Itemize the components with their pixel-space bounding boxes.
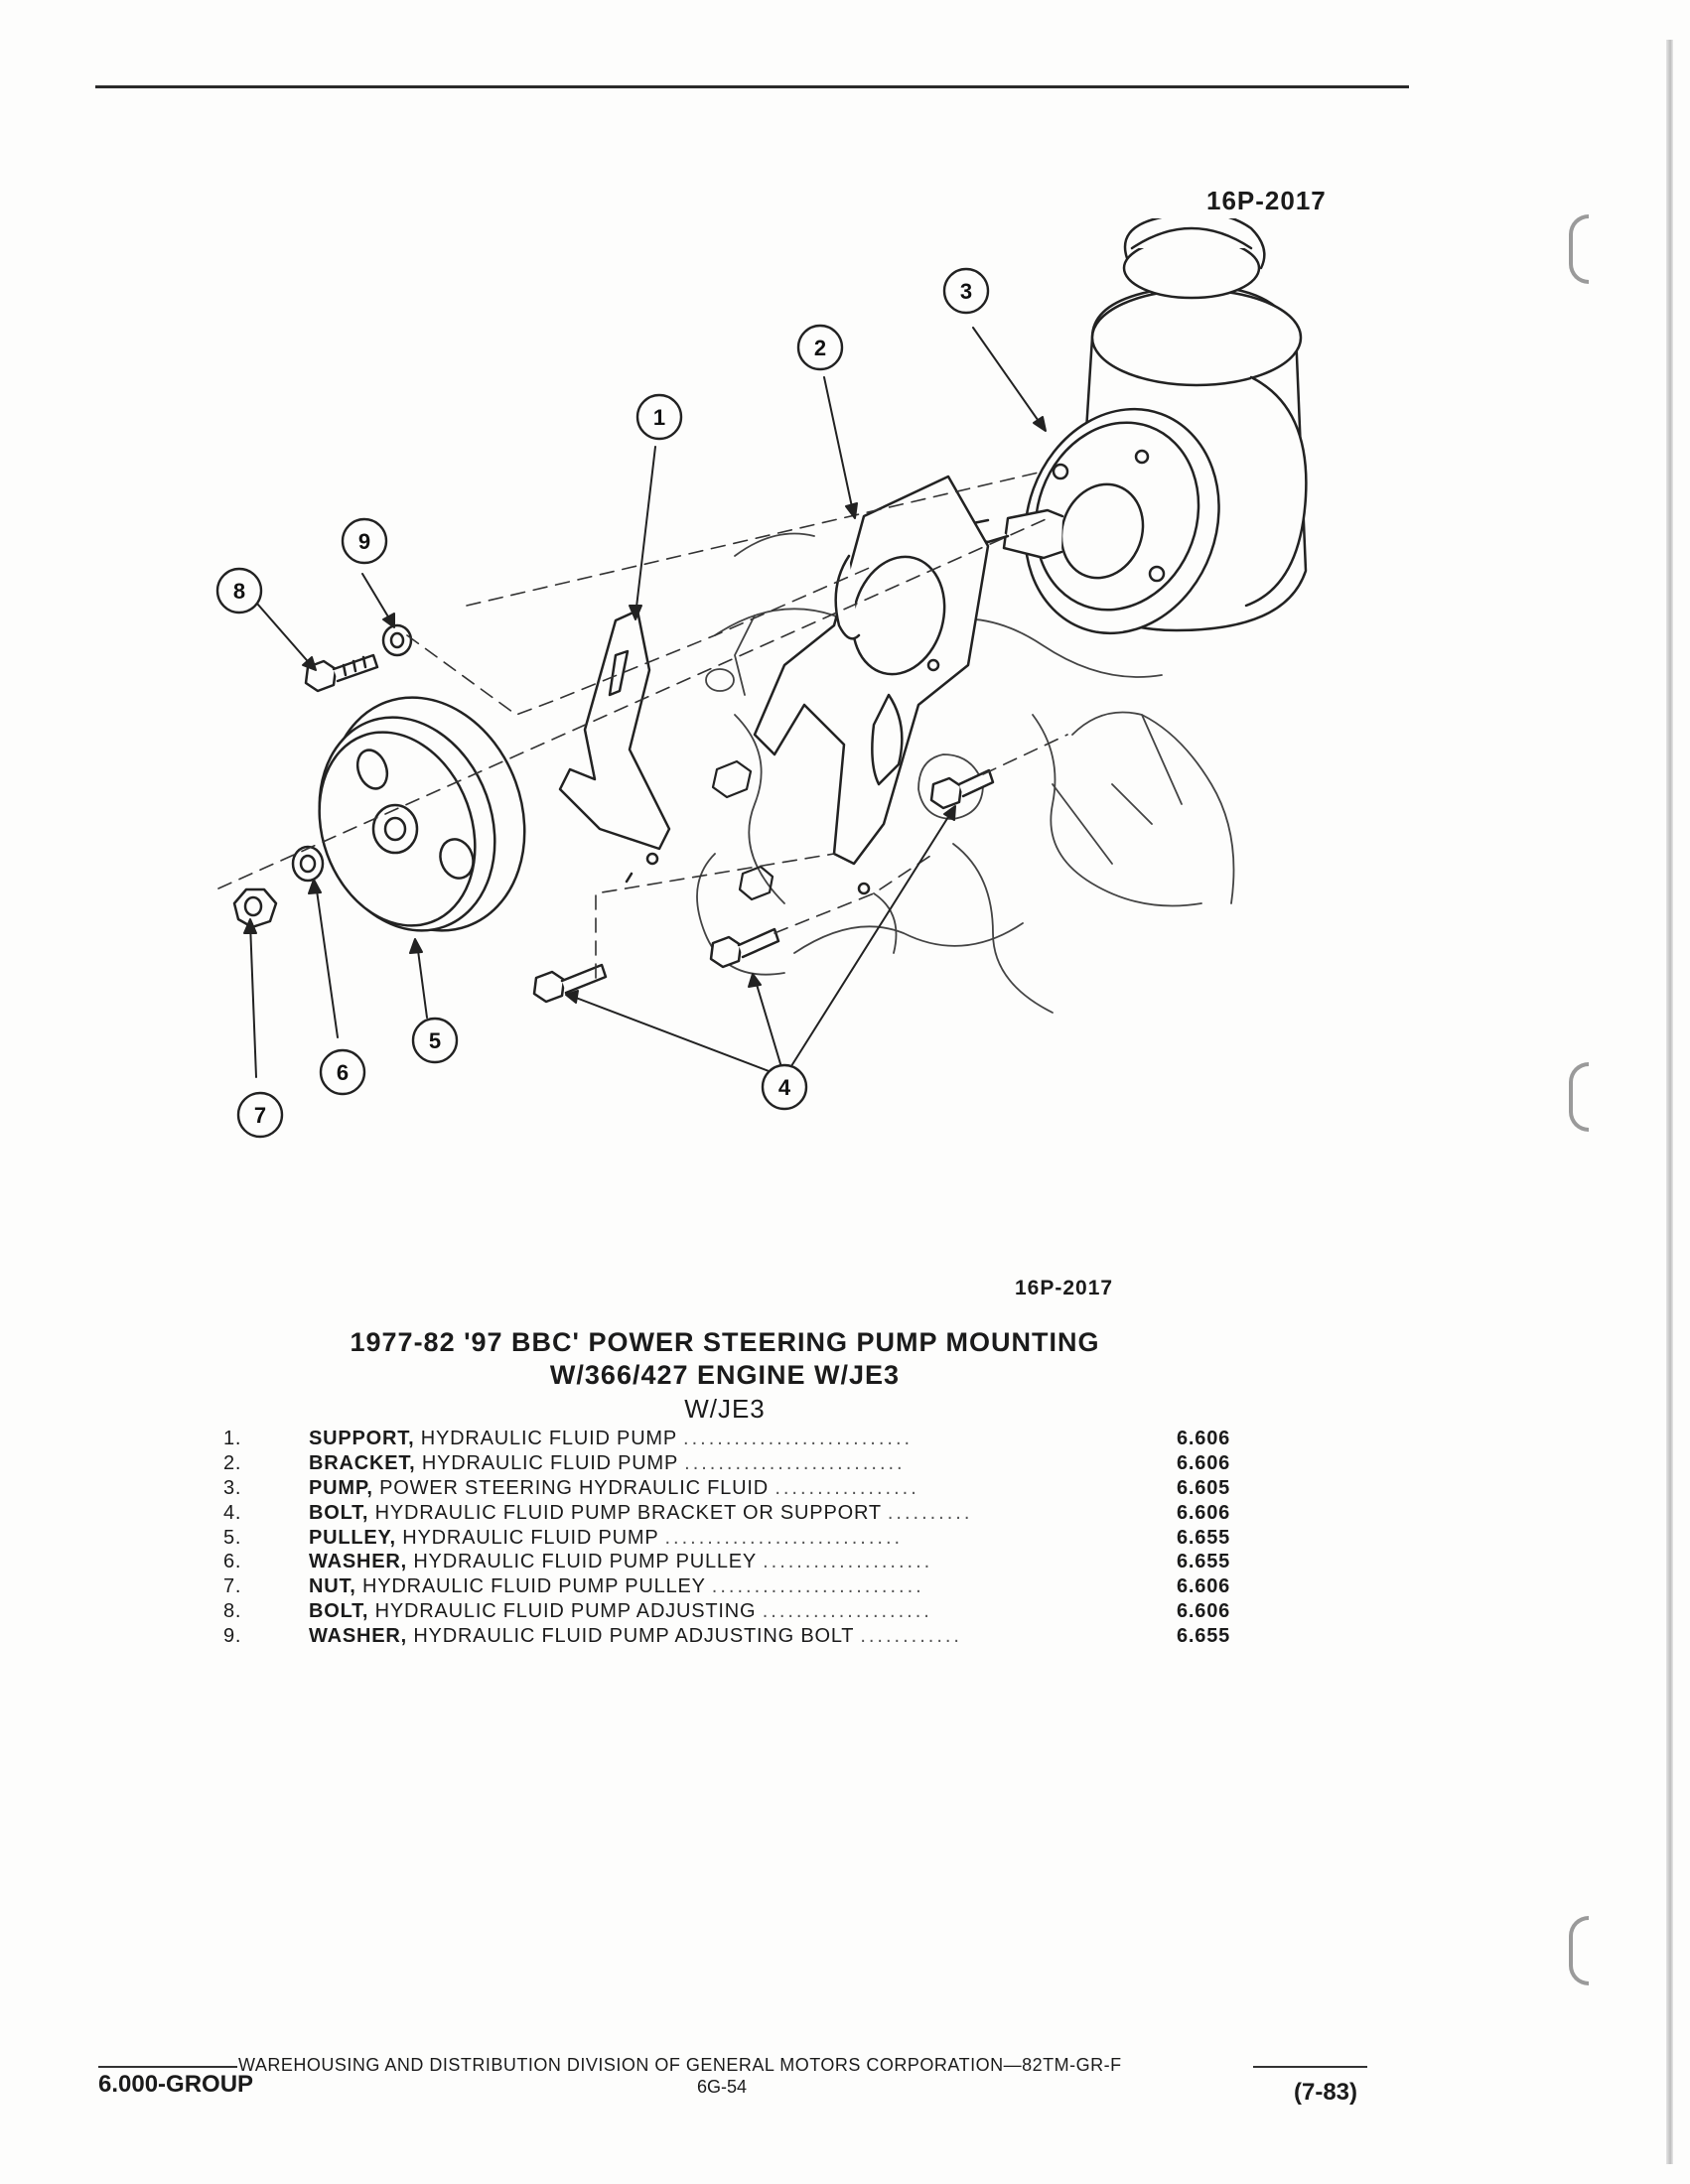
parts-list: 1. SUPPORT, HYDRAULIC FLUID PUMP .......…: [223, 1428, 1246, 1650]
figure-subtitle-option: W/JE3: [684, 1394, 766, 1424]
part-name: WASHER,: [309, 1625, 407, 1648]
callout-label: 3: [960, 279, 972, 304]
footer-page-number: 6G-54: [697, 2077, 748, 2097]
callout-bubbles: [215, 267, 990, 1139]
pump-body: [966, 407, 1220, 635]
binder-ring-hole: [1569, 214, 1589, 284]
figure-title: 1977-82 '97 BBC' POWER STEERING PUMP MOU…: [350, 1327, 1100, 1357]
binder-ring-hole: [1569, 1062, 1589, 1132]
parts-list-row: 4. BOLT, HYDRAULIC FLUID PUMP BRACKET OR…: [223, 1501, 1231, 1524]
group-number: 6.606: [1177, 1600, 1231, 1623]
adjusting-bolt: [304, 653, 379, 693]
pulley-nut: [232, 887, 278, 929]
mounting-bolt: [532, 768, 995, 1004]
part-name: BOLT,: [309, 1501, 369, 1524]
part-description: HYDRAULIC FLUID PUMP PULLEY: [362, 1575, 706, 1598]
binder-ring-hole: [1569, 1916, 1589, 1985]
footer-rule-left: [98, 2066, 237, 2068]
callout-label: 5: [429, 1028, 441, 1053]
group-number: 6.655: [1177, 1625, 1231, 1648]
group-number: 6.606: [1177, 1575, 1231, 1598]
part-number: 4.: [223, 1501, 242, 1524]
bracket-plate: [753, 475, 990, 895]
part-number: 3.: [223, 1476, 242, 1499]
callout-label: 1: [653, 405, 665, 430]
callout-label: 6: [337, 1060, 349, 1085]
parts-list-row: 5. PULLEY, HYDRAULIC FLUID PUMP ........…: [223, 1526, 1231, 1549]
parts-list-row: 6. WASHER, HYDRAULIC FLUID PUMP PULLEY .…: [223, 1551, 1231, 1573]
callout-label: 9: [358, 529, 370, 554]
part-number: 8.: [223, 1600, 242, 1623]
parts-list-row: 7. NUT, HYDRAULIC FLUID PUMP PULLEY ....…: [223, 1575, 1231, 1598]
callout-label: 4: [778, 1075, 791, 1100]
part-name: BRACKET,: [309, 1451, 416, 1474]
part-description: HYDRAULIC FLUID PUMP: [420, 1428, 677, 1449]
part-number: 9.: [223, 1625, 242, 1648]
parts-list-row: 9. WASHER, HYDRAULIC FLUID PUMP ADJUSTIN…: [223, 1625, 1231, 1648]
part-name: BOLT,: [309, 1600, 369, 1623]
footer-group: 6.000-GROUP: [98, 2071, 254, 2098]
part-name: PUMP,: [309, 1476, 373, 1499]
callout-leaders: [243, 327, 1047, 1078]
adjusting-washer: [381, 623, 413, 657]
part-number: 5.: [223, 1526, 242, 1549]
part-number: 1.: [223, 1428, 242, 1449]
part-description: HYDRAULIC FLUID PUMP ADJUSTING BOLT: [413, 1625, 854, 1648]
figure-ref-top: 16P-2017: [1206, 186, 1327, 215]
part-name: WASHER,: [309, 1551, 407, 1573]
part-name: PULLEY,: [309, 1526, 396, 1549]
callout-label: 7: [254, 1103, 266, 1128]
footer-revision-date: (7-83): [1294, 2079, 1358, 2106]
part-number: 6.: [223, 1551, 242, 1573]
parts-list-row: 2. BRACKET, HYDRAULIC FLUID PUMP .......…: [223, 1451, 1231, 1474]
callout-label: 2: [814, 336, 826, 360]
figure-ref-below: 16P-2017: [1015, 1277, 1114, 1299]
parts-list-row: 1. SUPPORT, HYDRAULIC FLUID PUMP .......…: [223, 1428, 1231, 1449]
parts-list-row: 8. BOLT, HYDRAULIC FLUID PUMP ADJUSTING …: [223, 1600, 1231, 1623]
part-description: HYDRAULIC FLUID PUMP: [421, 1451, 678, 1474]
group-number: 6.655: [1177, 1551, 1231, 1573]
part-description: POWER STEERING HYDRAULIC FLUID: [379, 1476, 769, 1499]
part-number: 2.: [223, 1451, 242, 1474]
binder-edge: [1666, 40, 1673, 2164]
part-number: 7.: [223, 1575, 242, 1598]
callout-label: 8: [233, 579, 245, 604]
part-description: HYDRAULIC FLUID PUMP ADJUSTING: [374, 1600, 757, 1623]
part-description: HYDRAULIC FLUID PUMP PULLEY: [413, 1551, 757, 1573]
footer-rule-right: [1253, 2066, 1367, 2068]
group-number: 6.605: [1177, 1476, 1231, 1499]
part-name: NUT,: [309, 1575, 356, 1598]
header-rule: [95, 85, 1409, 88]
pulley: [318, 696, 526, 932]
group-number: 6.606: [1177, 1501, 1231, 1524]
group-number: 6.606: [1177, 1451, 1231, 1474]
group-number: 6.655: [1177, 1526, 1231, 1549]
part-description: HYDRAULIC FLUID PUMP BRACKET OR SUPPORT: [374, 1501, 882, 1524]
footer-publisher-line: WAREHOUSING AND DISTRIBUTION DIVISION OF…: [238, 2055, 1122, 2075]
assembly-centerlines: [217, 471, 1068, 979]
part-description: HYDRAULIC FLUID PUMP: [402, 1526, 659, 1549]
exploded-view-illustration: 1 2 3 4 5 6 7 8 9: [215, 218, 1308, 1139]
parts-list-row: 3. PUMP, POWER STEERING HYDRAULIC FLUID …: [223, 1476, 1231, 1499]
support-bracket: [558, 609, 671, 884]
group-number: 6.606: [1177, 1428, 1231, 1449]
part-name: SUPPORT,: [309, 1428, 415, 1449]
pulley-washer: [291, 845, 325, 883]
figure-subtitle: W/366/427 ENGINE W/JE3: [549, 1360, 901, 1390]
